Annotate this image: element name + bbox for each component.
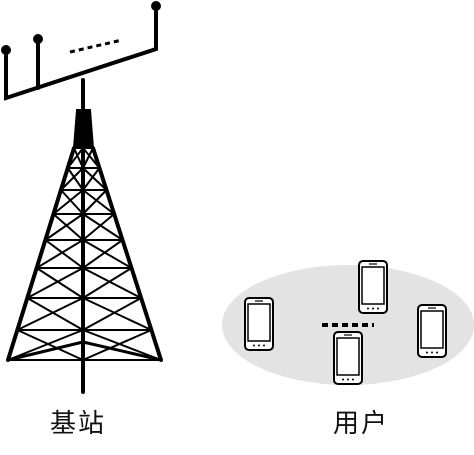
lattice-strut (73, 147, 84, 169)
phone-button (436, 351, 438, 354)
lattice-strut (35, 267, 84, 299)
lattice-strut (16, 297, 84, 331)
phone-screen (420, 310, 444, 349)
phone-button (426, 351, 428, 354)
lattice-strut (82, 189, 116, 215)
phone-screen (361, 266, 385, 305)
phone-button (263, 344, 265, 347)
lattice-strut (82, 297, 153, 331)
antenna-icon (151, 1, 161, 11)
lattice-strut (82, 147, 94, 169)
lattice-strut (59, 189, 84, 215)
phone-button (367, 307, 369, 310)
lattice-strut (82, 213, 116, 241)
lattice-strut (52, 213, 84, 241)
lattice-strut (82, 329, 153, 361)
phone-screen (336, 337, 360, 376)
lattice-strut (82, 213, 124, 241)
lattice-strut (66, 167, 84, 191)
cell-tower-icon (6, 109, 163, 394)
lattice-strut (82, 189, 108, 215)
phone-button (377, 307, 379, 310)
phone-button (253, 344, 255, 347)
antenna-rack (4, 5, 158, 110)
smartphone-icon (333, 331, 363, 385)
lattice-strut (82, 167, 108, 191)
lattice-strut (82, 329, 162, 361)
tower-leg-left (6, 146, 76, 362)
lattice-strut (7, 329, 84, 361)
smartphone-icon (358, 260, 388, 314)
phone-button (431, 351, 433, 354)
phone-button (352, 378, 354, 381)
smartphone-icon (244, 297, 274, 351)
base-station-label: 基站 (50, 409, 107, 439)
antenna-icon (33, 34, 43, 44)
tower-base-left (6, 340, 85, 362)
lattice-strut (44, 239, 84, 269)
lattice-strut (82, 167, 101, 191)
antenna-ellipsis (69, 38, 123, 54)
lattice-strut (26, 297, 84, 331)
tower-leg-right (91, 146, 163, 362)
antenna-tips (1, 1, 161, 55)
tower-lattice (7, 147, 162, 361)
lattice-strut (35, 239, 84, 269)
phone-button (258, 344, 260, 347)
lattice-strut (82, 297, 143, 331)
users-label: 用户 (333, 409, 390, 439)
lattice-strut (82, 147, 101, 169)
lattice-strut (16, 329, 84, 361)
lattice-strut (26, 267, 84, 299)
lattice-strut (82, 267, 143, 299)
lattice-strut (82, 239, 124, 269)
lattice-strut (82, 267, 133, 299)
phone-button (347, 378, 349, 381)
lattice-strut (44, 213, 84, 241)
lattice-strut (82, 239, 133, 269)
smartphone-icon (417, 304, 447, 358)
lattice-strut (59, 167, 84, 191)
tower-top-block (72, 109, 95, 149)
phone-button (372, 307, 374, 310)
phone-screen (247, 303, 271, 342)
tower-base-right (81, 340, 163, 362)
phone-button (342, 378, 344, 381)
lattice-strut (66, 147, 84, 169)
user-phones (244, 260, 447, 385)
lattice-strut (52, 189, 84, 215)
antenna-icon (1, 45, 11, 55)
